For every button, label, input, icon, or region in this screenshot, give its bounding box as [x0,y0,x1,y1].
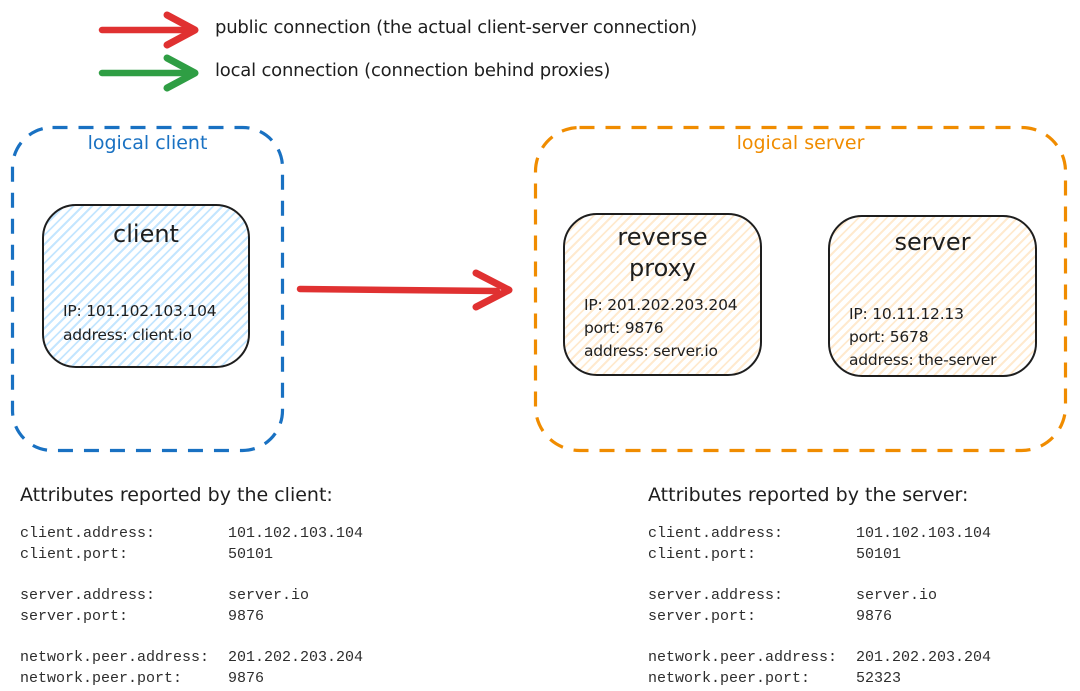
attr-row: network.peer.port: 52323 [648,668,991,689]
attr-group: network.peer.address: 201.202.203.204 ne… [20,647,363,689]
attr-key: server.port: [648,608,757,625]
attr-group: server.address: server.io server.port: 9… [20,585,363,627]
server-node-line: IP: 10.11.12.13 [849,305,964,323]
attr-value: 9876 [856,608,893,625]
attr-key: network.peer.port: [648,670,811,687]
attr-group: client.address: 101.102.103.104 client.p… [648,523,991,565]
reverse-proxy-node: reverse proxy IP: 201.202.203.204 port: … [563,213,762,376]
logical-server-boundary [533,125,1068,453]
reverse-proxy-node-body: IP: 201.202.203.204 port: 9876 address: … [584,294,754,363]
attr-key: network.peer.address: [20,649,210,666]
attr-row: client.port: 50101 [648,544,991,565]
server-attributes-block: Attributes reported by the server: clien… [648,482,991,691]
attr-row: server.port: 9876 [648,606,991,627]
attr-row: server.address: server.io [648,585,991,606]
client-node-body: IP: 101.102.103.104 address: client.io [63,299,242,347]
attr-row: network.peer.port: 9876 [20,668,363,689]
client-to-server-arrow-icon [296,269,513,311]
attr-value: 50101 [856,546,902,563]
server-node: server IP: 10.11.12.13 port: 5678 addres… [828,215,1037,377]
server-node-line: address: the-server [849,351,997,369]
attr-value: 52323 [856,670,902,687]
attr-key: server.address: [648,587,784,604]
server-node-line: port: 5678 [849,328,929,346]
client-attributes-block: Attributes reported by the client: clien… [20,482,363,691]
attr-key: network.peer.port: [20,670,183,687]
reverse-proxy-node-line: port: 9876 [584,319,664,337]
server-node-body: IP: 10.11.12.13 port: 5678 address: the-… [849,303,1029,372]
reverse-proxy-node-line: address: server.io [584,342,718,360]
attr-row: server.address: server.io [20,585,363,606]
attr-row: client.port: 50101 [20,544,363,565]
attr-key: client.port: [20,546,129,563]
attr-value: 201.202.203.204 [228,649,364,666]
client-node-line: IP: 101.102.103.104 [63,302,217,320]
attr-group: client.address: 101.102.103.104 client.p… [20,523,363,565]
attr-key: server.port: [20,608,129,625]
attr-row: client.address: 101.102.103.104 [20,523,363,544]
server-attributes-heading: Attributes reported by the server: [648,484,969,506]
logical-server-label: logical server [736,132,865,154]
local-connection-legend-label: local connection (connection behind prox… [215,60,611,81]
server-node-title: server [894,228,971,256]
public-connection-arrow-icon [98,11,199,49]
attr-value: 101.102.103.104 [228,525,364,542]
attr-key: client.address: [20,525,156,542]
attr-value: 201.202.203.204 [856,649,992,666]
attr-key: client.port: [648,546,757,563]
attr-value: 101.102.103.104 [856,525,992,542]
reverse-proxy-node-line: IP: 201.202.203.204 [584,296,738,314]
attr-value: server.io [856,587,938,604]
attr-row: client.address: 101.102.103.104 [648,523,991,544]
attr-key: client.address: [648,525,784,542]
attr-value: 9876 [228,608,265,625]
attr-row: server.port: 9876 [20,606,363,627]
logical-client-boundary [10,125,285,453]
attr-key: network.peer.address: [648,649,838,666]
logical-server-group: logical server reverse proxy IP: 201.202… [533,125,1068,453]
reverse-proxy-node-title: reverse proxy [617,223,708,283]
logical-client-group: logical client client IP: 101.102.103.10… [10,125,285,453]
attr-value: 50101 [228,546,274,563]
attr-value: server.io [228,587,310,604]
client-node: client IP: 101.102.103.104 address: clie… [42,204,250,368]
attr-key: server.address: [20,587,156,604]
attr-group: server.address: server.io server.port: 9… [648,585,991,627]
attr-row: network.peer.address: 201.202.203.204 [20,647,363,668]
client-node-title: client [113,220,179,248]
attr-value: 9876 [228,670,265,687]
client-node-line: address: client.io [63,326,192,344]
client-attributes-heading: Attributes reported by the client: [20,484,333,506]
attr-row: network.peer.address: 201.202.203.204 [648,647,991,668]
logical-client-label: logical client [87,132,208,154]
attr-group: network.peer.address: 201.202.203.204 ne… [648,647,991,689]
local-connection-arrow-icon [98,54,199,92]
public-connection-legend-label: public connection (the actual client-ser… [215,17,698,38]
